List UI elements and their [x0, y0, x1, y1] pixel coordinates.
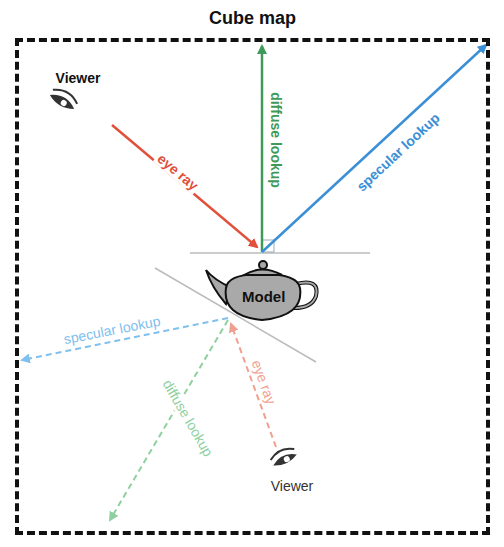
specular-ray — [262, 45, 486, 252]
eye-ray — [112, 125, 257, 247]
tangent-line — [190, 252, 370, 254]
viewer-icon — [48, 85, 80, 112]
diffuse-ray-dashed — [110, 320, 228, 520]
box-title: Cube map — [19, 8, 486, 29]
cube-map-box: Cube mapModel — [15, 38, 490, 535]
diffuse-ray — [261, 46, 264, 252]
ray-label: diffuse lookup — [159, 375, 218, 461]
ray-label: eye ray — [153, 149, 203, 195]
viewer-label: Viewer — [54, 70, 103, 86]
ray-label: specular lookup — [352, 108, 444, 196]
ray-label: diffuse lookup — [268, 90, 284, 190]
ray-label: specular lookup — [60, 312, 163, 347]
model-label: Model — [242, 288, 285, 305]
tangent-line — [155, 268, 316, 362]
model-node: Model — [204, 258, 322, 322]
viewer-icon — [269, 445, 298, 469]
viewer-label: Viewer — [269, 478, 316, 494]
ray-label: eye ray — [248, 356, 280, 408]
